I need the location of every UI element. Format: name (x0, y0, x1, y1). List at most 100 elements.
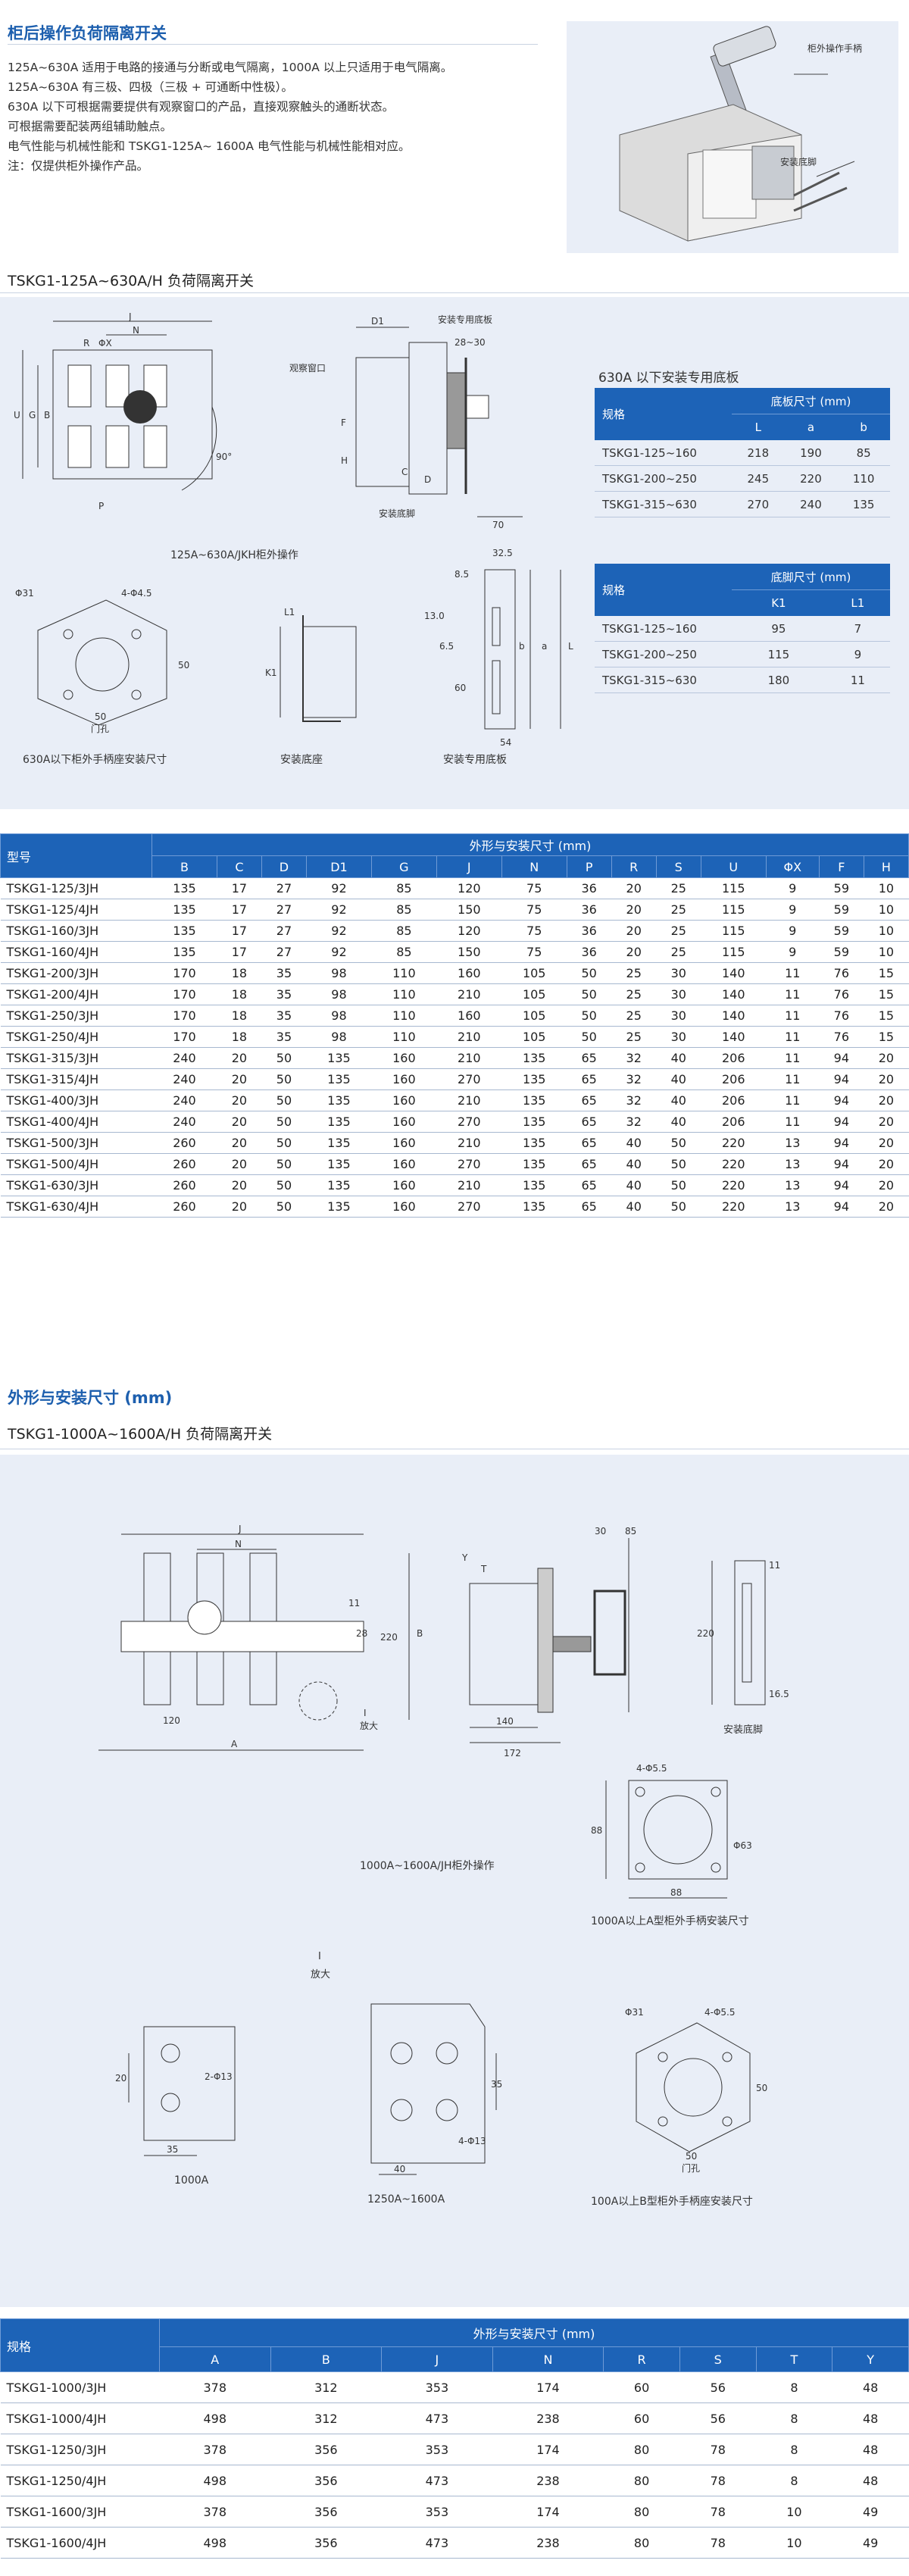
dimension-group-header: 外形与安装尺寸 (mm) (159, 2318, 909, 2347)
column-header: D1 (305, 855, 372, 878)
value-cell: 356 (270, 2496, 382, 2528)
value-cell: 98 (306, 1026, 372, 1048)
value-cell: 10 (864, 877, 909, 899)
value-cell: 245 (732, 465, 785, 492)
dim-l1: L1 (284, 608, 295, 617)
value-cell: 160 (371, 1153, 437, 1175)
dim-50-h-b: 50 (686, 2151, 697, 2162)
value-cell: 20 (217, 1089, 262, 1111)
column-header: A (159, 2346, 271, 2372)
value-cell: 13 (766, 1196, 820, 1218)
value-cell: 135 (306, 1089, 372, 1111)
model-cell: TSKG1-400/4JH (0, 1111, 152, 1133)
photo-label-handle: 柜外操作手柄 (807, 42, 862, 54)
large-front-drawing: J N 11 28 220 B 120 A I 放大 (98, 1524, 423, 1751)
detail-heading-i: I (318, 1951, 321, 1962)
description-line: 可根据需要配装两组辅助触点。 (8, 120, 173, 133)
spec-cell: TSKG1-200~250 (595, 641, 732, 667)
value-cell: 50 (656, 1196, 701, 1218)
value-cell: 40 (611, 1196, 657, 1218)
value-cell: 10 (864, 941, 909, 963)
value-cell: 9 (766, 920, 820, 942)
value-cell: 50 (261, 1174, 307, 1196)
value-cell: 160 (436, 1005, 502, 1027)
value-cell: 270 (436, 1068, 502, 1090)
value-cell: 13 (766, 1174, 820, 1196)
value-cell: 27 (261, 920, 307, 942)
value-cell: 36 (567, 941, 612, 963)
value-cell: 15 (864, 983, 909, 1005)
dim-4-phi45: 4-Φ4.5 (121, 588, 152, 599)
column-header: U (700, 855, 767, 878)
value-cell: 170 (152, 1026, 217, 1048)
value-cell: 92 (306, 920, 372, 942)
value-cell: 8 (756, 2371, 832, 2403)
value-cell: 120 (436, 877, 502, 899)
column-header: ΦX (765, 855, 820, 878)
column-header: L1 (825, 589, 890, 616)
model-cell: TSKG1-315/3JH (0, 1047, 152, 1069)
value-cell: 135 (306, 1153, 372, 1175)
dim-20-detail: 20 (115, 2073, 127, 2084)
value-cell: 10 (864, 920, 909, 942)
value-cell: 85 (371, 920, 437, 942)
dim-j-large: J (238, 1524, 242, 1534)
value-cell: 8 (756, 2465, 832, 2496)
dim-28-large: 28 (356, 1628, 367, 1639)
value-cell: 76 (819, 983, 864, 1005)
dim-70: 70 (492, 520, 504, 530)
value-cell: 105 (501, 1026, 567, 1048)
dim-172: 172 (504, 1748, 521, 1758)
column-header: R (603, 2346, 680, 2372)
value-cell: 50 (261, 1111, 307, 1133)
spec-cell: TSKG1-315~630 (595, 491, 732, 517)
value-cell: 75 (501, 899, 567, 921)
value-cell: 105 (501, 962, 567, 984)
plate-caption: 安装专用底板 (443, 754, 507, 766)
value-cell: 25 (611, 1026, 657, 1048)
dimension-group-header: 外形与安装尺寸 (mm) (152, 833, 909, 856)
value-cell: 220 (701, 1174, 767, 1196)
value-cell: 92 (306, 877, 372, 899)
value-cell: 170 (152, 962, 217, 984)
value-cell: 36 (567, 899, 612, 921)
section3-title: 外形与安装尺寸 (mm) (8, 1389, 173, 1407)
dim-35-detail1: 35 (167, 2144, 178, 2155)
dim-b: B (44, 410, 50, 420)
dim-220-foot: 220 (697, 1628, 714, 1639)
value-cell: 150 (436, 899, 502, 921)
value-cell: 94 (819, 1111, 864, 1133)
column-header: L (732, 414, 785, 440)
dim-220-large: 220 (380, 1632, 398, 1643)
value-cell: 9 (766, 941, 820, 963)
model-cell: TSKG1-200/3JH (0, 962, 152, 984)
value-cell: 270 (436, 1111, 502, 1133)
value-cell: 160 (371, 1047, 437, 1069)
model-cell: TSKG1-125/4JH (0, 899, 152, 921)
value-cell: 20 (864, 1089, 909, 1111)
value-cell: 260 (152, 1153, 217, 1175)
value-cell: 65 (567, 1089, 612, 1111)
value-cell: 20 (611, 877, 657, 899)
value-cell: 206 (701, 1089, 767, 1111)
value-cell: 17 (217, 877, 262, 899)
value-cell: 498 (159, 2465, 271, 2496)
model-cell: TSKG1-630/3JH (0, 1174, 152, 1196)
value-cell: 20 (217, 1153, 262, 1175)
dimension-group-header: 底脚尺寸 (mm) (732, 564, 890, 590)
value-cell: 40 (656, 1068, 701, 1090)
value-cell: 18 (217, 983, 262, 1005)
value-cell: 20 (864, 1047, 909, 1069)
value-cell: 76 (819, 962, 864, 984)
section1-description: 125A~630A 适用于电路的接通与分断或电气隔离，1000A 以上只适用于电… (8, 58, 553, 176)
value-cell: 20 (864, 1132, 909, 1154)
value-cell: 240 (152, 1089, 217, 1111)
value-cell: 174 (492, 2434, 604, 2465)
column-header: N (501, 855, 567, 878)
value-cell: 50 (656, 1174, 701, 1196)
value-cell: 35 (261, 962, 307, 984)
